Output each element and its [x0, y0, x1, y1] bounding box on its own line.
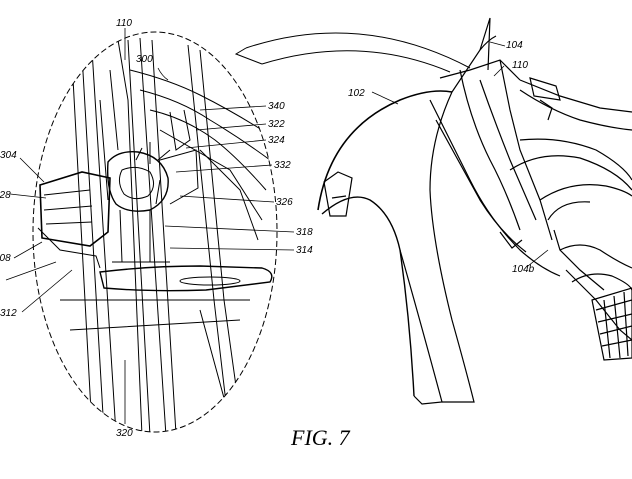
fender-view [317, 17, 632, 405]
label-312: 312 [0, 308, 17, 319]
label-104: 104 [506, 40, 523, 51]
figure-caption: FIG. 7 [291, 425, 350, 450]
label-318: 318 [296, 227, 313, 238]
detail-leader-lines [5, 28, 295, 424]
label-322: 322 [268, 119, 285, 130]
label-332: 332 [274, 160, 291, 171]
label-320: 320 [116, 428, 133, 439]
fender-labels: 102 104 110 104b [348, 40, 535, 275]
fender-leader-lines [371, 41, 549, 267]
detail-view [37, 37, 273, 432]
label-328: 328 [0, 190, 11, 201]
label-104b: 104b [512, 264, 535, 275]
label-110-top: 110 [116, 18, 132, 29]
label-340: 340 [268, 101, 285, 112]
label-300: 300 [136, 54, 153, 65]
label-110-right: 110 [512, 60, 528, 71]
label-326: 326 [276, 197, 293, 208]
detail-labels: 110 300 340 322 324 332 326 318 314 304 … [0, 18, 313, 439]
label-308: 308 [0, 253, 11, 264]
label-102: 102 [348, 88, 365, 99]
label-324: 324 [268, 135, 285, 146]
magnify-arrow [234, 32, 471, 73]
label-314: 314 [296, 245, 313, 256]
label-304: 304 [0, 150, 17, 161]
detail-ellipse [32, 31, 278, 433]
